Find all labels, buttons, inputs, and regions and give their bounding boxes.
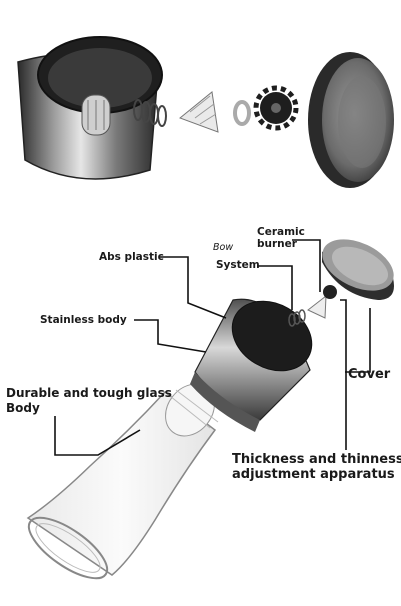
top-ceramic-cone <box>179 91 219 133</box>
steel-grinder-body <box>190 298 313 432</box>
label-bow: Bow <box>213 242 234 253</box>
top-steel-body <box>17 36 163 180</box>
leader-lines <box>54 239 371 456</box>
top-exploded-view <box>17 36 394 188</box>
label-thickness-line2: adjustment apparatus <box>232 467 395 482</box>
label-cover: Cover <box>348 367 391 382</box>
top-cap <box>308 52 394 188</box>
top-star-nut <box>253 85 299 131</box>
label-thickness-line1: Thickness and thinness <box>232 452 401 467</box>
top-ring <box>233 100 251 126</box>
label-ceramic: Ceramic burner <box>257 226 305 251</box>
label-abs-plastic: Abs plastic <box>99 251 164 263</box>
label-stainless-body: Stainless body <box>40 314 127 326</box>
bottom-cover <box>322 239 394 300</box>
label-durable-glass: Durable and tough glass <box>6 386 172 400</box>
top-spring <box>133 99 167 127</box>
bottom-spring <box>288 309 306 327</box>
bottom-star-nut <box>323 285 337 299</box>
label-body: Body <box>6 401 40 415</box>
label-system: System <box>216 259 260 271</box>
bottom-ceramic-burner <box>307 294 327 319</box>
glass-bottle <box>26 383 219 580</box>
